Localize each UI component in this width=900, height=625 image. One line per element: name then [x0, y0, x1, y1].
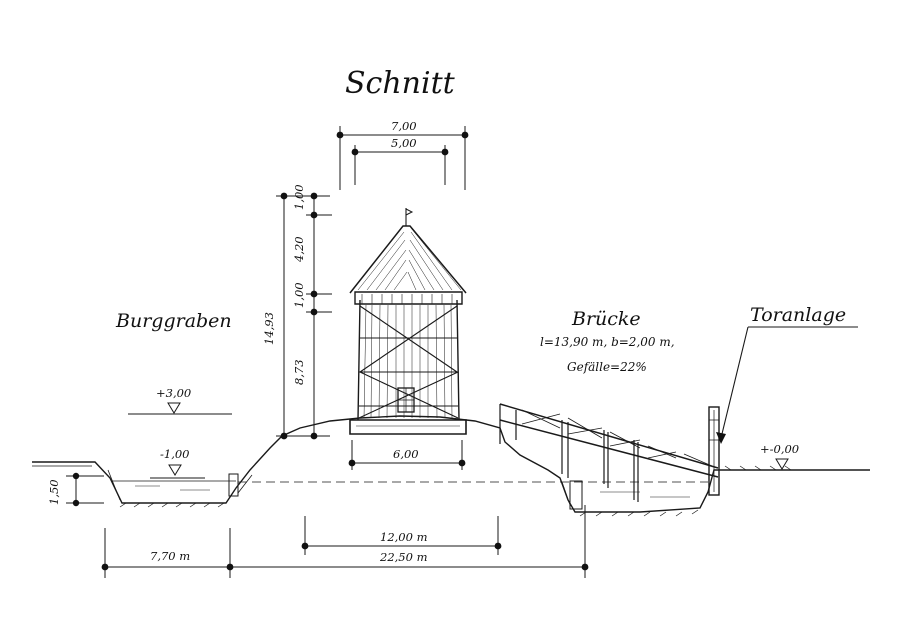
level-upper-label: +3,00	[156, 386, 191, 400]
dim-dot	[494, 542, 502, 550]
dim-dot	[101, 563, 109, 571]
dim-dot	[310, 290, 318, 298]
level-water-label: -1,00	[160, 447, 190, 461]
dim-bottom: 12,00 m 7,70 m 22,50 m	[101, 505, 589, 578]
dim-height-total: 14,93	[262, 312, 276, 345]
dim-mound-base: 12,00 m	[380, 530, 428, 544]
level-marker-upper: +3,00	[128, 386, 232, 415]
dim-top-inner: 5,00	[391, 136, 417, 150]
label-gate: Toranlage	[750, 304, 846, 326]
dim-moat-depth-label: 1,50	[47, 479, 61, 505]
dim-dot	[310, 432, 318, 440]
dim-dot	[310, 211, 318, 219]
dim-dot	[301, 542, 309, 550]
label-bridge: Brücke	[571, 308, 641, 330]
dim-dot	[351, 148, 359, 156]
dim-dot	[280, 192, 288, 200]
dim-dot	[72, 499, 80, 507]
dim-dot	[458, 459, 466, 467]
gate-leader-arrow	[716, 326, 858, 444]
dim-dot	[226, 563, 234, 571]
dim-dot	[348, 459, 356, 467]
terrain-profile	[32, 415, 870, 517]
dim-dot	[336, 131, 344, 139]
dim-roof-top: 1,00	[292, 184, 306, 210]
level-marker-zero: +-0,00	[760, 442, 799, 470]
dim-overall: 22,50 m	[379, 550, 428, 564]
bridge	[499, 403, 720, 502]
dim-dot	[441, 148, 449, 156]
dim-moat-width: 7,70 m	[150, 549, 190, 563]
level-marker-water: -1,00	[150, 447, 205, 479]
dim-gallery: 1,00	[292, 282, 306, 308]
dim-dot	[72, 472, 80, 480]
dim-dot	[280, 432, 288, 440]
dim-moat-depth: 1,50	[47, 472, 104, 507]
dim-dot	[581, 563, 589, 571]
dim-tower-base: 6,00	[348, 440, 466, 470]
drawing-title: Schnitt	[345, 66, 456, 101]
dim-top-outer: 7,00	[391, 119, 417, 133]
dim-roof: 4,20	[292, 236, 306, 263]
label-bridge-specs: l=13,90 m, b=2,00 m,	[540, 335, 675, 349]
dim-shaft: 8,73	[292, 359, 306, 385]
dim-vertical: 14,93 1,00 4,20 1,00 8,73	[262, 184, 332, 440]
dim-dot	[310, 192, 318, 200]
label-moat: Burggraben	[115, 310, 232, 332]
dim-tower-base-label: 6,00	[393, 447, 419, 461]
watch-tower	[349, 208, 467, 435]
dim-dot	[461, 131, 469, 139]
dim-top: 7,00 5,00	[336, 119, 469, 190]
label-bridge-slope: Gefälle=22%	[567, 360, 647, 374]
level-zero-label: +-0,00	[760, 442, 799, 456]
dim-dot	[310, 308, 318, 316]
